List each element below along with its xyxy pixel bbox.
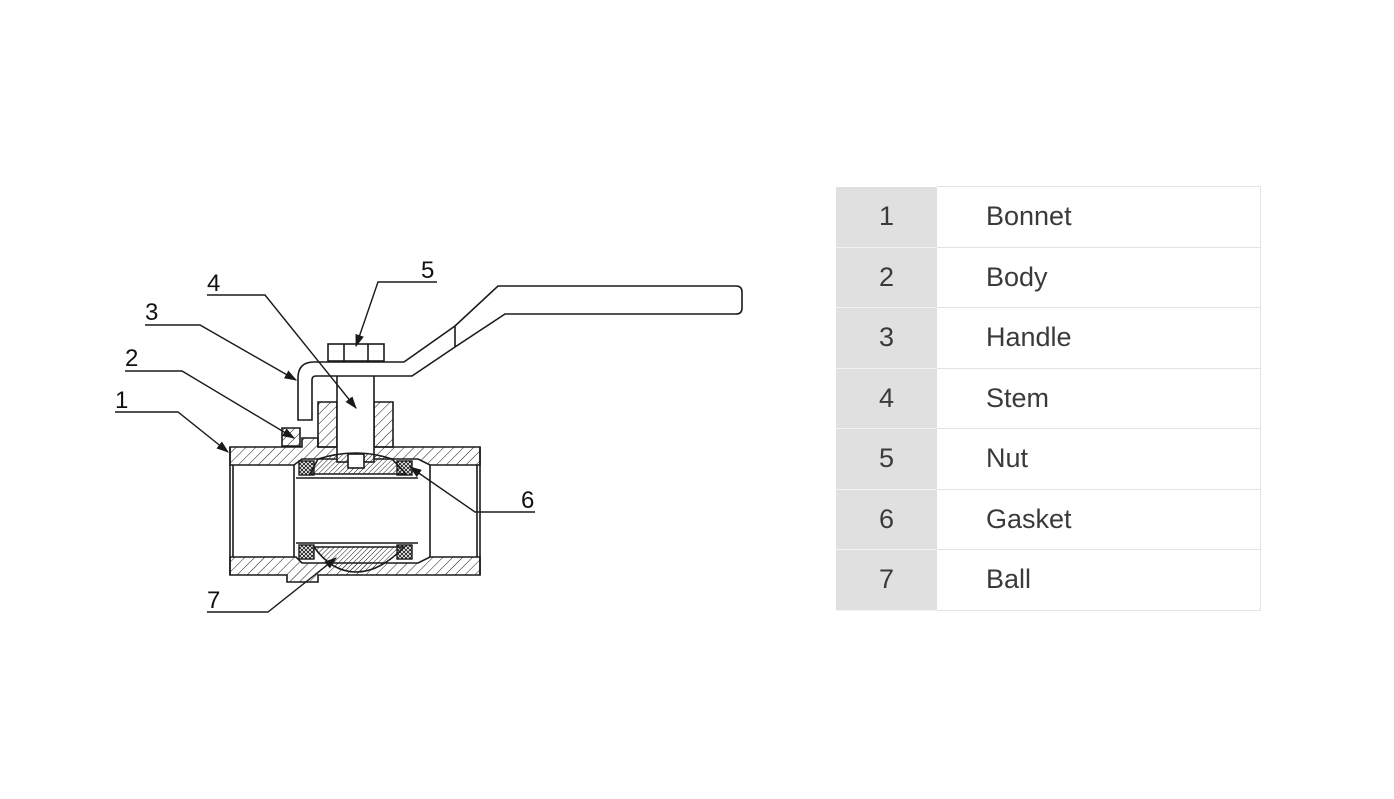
callout-1: 1 — [115, 387, 128, 414]
callout-2: 2 — [125, 345, 138, 372]
callout-numbers: 1 2 3 4 5 6 7 — [115, 257, 534, 614]
leader-3 — [145, 324, 298, 381]
part-number: 6 — [836, 489, 937, 550]
part-name: Body — [937, 247, 1261, 308]
part-name: Bonnet — [937, 186, 1261, 248]
gaskets — [298, 460, 413, 560]
callout-4: 4 — [207, 270, 220, 297]
part-name: Gasket — [937, 489, 1261, 550]
part-number: 3 — [836, 307, 937, 369]
table-row: 7 Ball — [836, 549, 1261, 611]
callout-7: 7 — [207, 587, 220, 614]
handle — [297, 285, 743, 421]
table-row: 6 Gasket — [836, 489, 1261, 550]
callout-3: 3 — [145, 299, 158, 326]
part-name: Handle — [937, 307, 1261, 369]
leader-4 — [207, 294, 357, 409]
leader-2 — [125, 370, 296, 439]
table-row: 2 Body — [836, 247, 1261, 308]
part-name: Ball — [937, 549, 1261, 611]
part-number: 7 — [836, 549, 937, 611]
leader-7 — [207, 557, 337, 613]
part-number: 5 — [836, 428, 937, 490]
callout-6: 6 — [521, 487, 534, 514]
part-number: 4 — [836, 368, 937, 429]
leader-6 — [408, 466, 535, 513]
part-name: Stem — [937, 368, 1261, 429]
nut — [327, 343, 385, 362]
table-row: 4 Stem — [836, 368, 1261, 429]
ball-valve-drawing: 1 2 3 4 5 6 7 — [115, 257, 743, 614]
part-name: Nut — [937, 428, 1261, 490]
leader-lines — [115, 281, 535, 613]
stem — [336, 371, 375, 463]
callout-5: 5 — [421, 257, 434, 284]
leader-5 — [355, 281, 437, 348]
part-number: 1 — [836, 186, 937, 248]
ball — [308, 452, 408, 573]
table-row: 1 Bonnet — [836, 186, 1261, 248]
leader-1 — [115, 411, 229, 453]
parts-table: 1 Bonnet 2 Body 3 Handle 4 Stem 5 Nut 6 … — [836, 186, 1261, 611]
table-row: 5 Nut — [836, 428, 1261, 490]
part-number: 2 — [836, 247, 937, 308]
table-row: 3 Handle — [836, 307, 1261, 369]
